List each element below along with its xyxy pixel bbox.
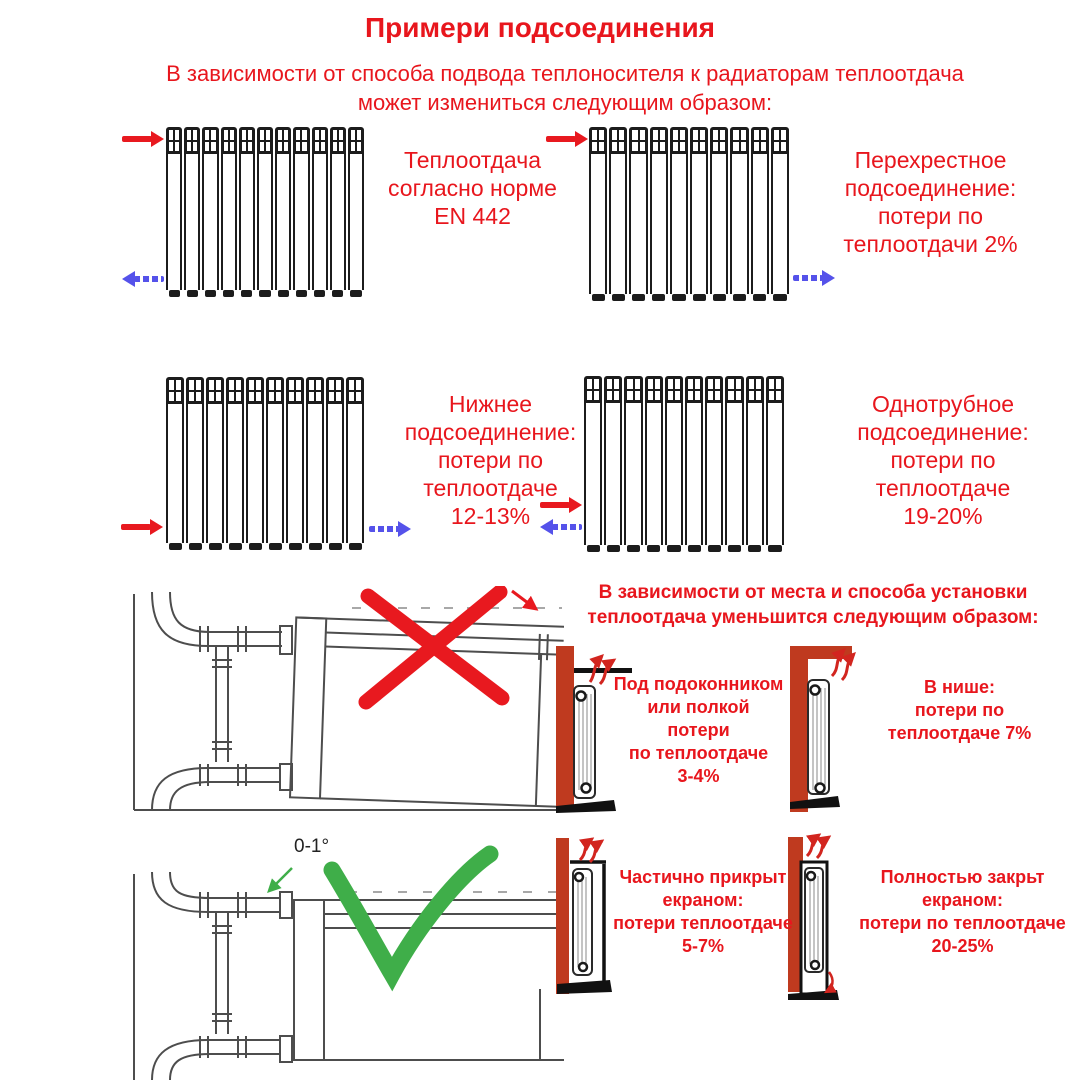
radiator-graphic-bottom [165,377,365,550]
installation-case-caption-niche: В нише: потери по теплоотдаче 7% [887,677,1032,743]
supply-arrow-icon [540,497,582,513]
heat-flow-icon [588,654,617,686]
heat-flow-icon [578,837,605,864]
heat-flow-icon [830,648,856,682]
check-icon [323,845,499,992]
connection-caption-cross: Перехрестное подсоединение: потери по те… [843,147,1018,257]
connection-caption-bottom: Нижнее подсоединение: потери по теплоотд… [404,391,577,529]
return-arrow-icon [793,270,835,286]
connection-caption-onepipe: Однотрубное подсоединение: потери по теп… [857,391,1029,529]
installation-case-caption-full-screen: Полностью закрьт екраном: потери по тепл… [859,867,1066,956]
incorrect-installation-drawing [133,586,564,811]
angle-arrow-icon [267,867,293,893]
supply-arrow-icon [546,131,588,147]
angle-label: 0-1° [294,836,330,857]
intro-text: В зависимости от способа подвода теплоно… [166,61,964,115]
radiator-graphic-cross [588,127,790,301]
installation-case-partial-screen [556,837,612,994]
installation-case-windowsill [556,646,632,813]
connection-caption-en442: Теплоотдача согласно норме EN 442 [388,147,557,229]
installation-case-caption-partial: Частично прикрыт екраном: потери теплоот… [613,867,793,956]
radiator-graphic-en442 [165,127,365,297]
installation-heading: В зависимости от места и способа установ… [587,582,1039,628]
installation-case-niche [790,646,856,812]
supply-arrow-icon [122,131,164,147]
return-arrow-icon [122,271,164,287]
installation-case-full-screen [788,833,839,1000]
supply-arrow-icon [121,519,163,535]
tilt-arrow-icon [511,589,539,611]
heat-flow-icon [805,833,837,994]
return-arrow-icon [369,521,411,537]
cross-icon [358,586,510,710]
page-title: Примери подсоединения [364,12,716,43]
correct-installation-drawing [133,845,564,1080]
return-arrow-icon [540,519,582,535]
installation-case-caption-windowsill: Под подоконником или полкой потери по те… [613,674,784,786]
radiator-graphic-onepipe [583,376,785,552]
